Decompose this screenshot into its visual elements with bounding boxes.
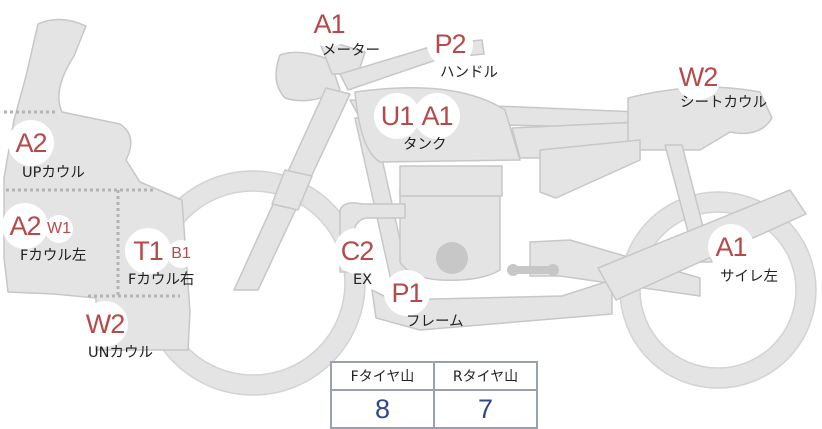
handle-label: ハンドル (440, 65, 498, 81)
under-cowl-label: UNカウル (88, 345, 153, 361)
tank-grade-1: U1 (374, 93, 420, 139)
tire-tread-table: Fタイヤ山 Rタイヤ山 8 7 (330, 361, 538, 429)
engine-cover (436, 242, 468, 274)
front-tire-header: Fタイヤ山 (330, 361, 435, 391)
handle-grade: P2 (427, 21, 473, 67)
tank-label: タンク (403, 137, 447, 153)
seat-cowl (627, 86, 773, 151)
front-cowl-left-grade: A2 (2, 203, 48, 249)
front-cowl-left-label: Fカウル左 (20, 248, 87, 264)
engine-head (399, 165, 503, 197)
front-cowl-right-subgrade: B1 (167, 240, 195, 268)
exhaust-grade: C2 (334, 228, 380, 274)
tire-tread-header-row: Fタイヤ山 Rタイヤ山 (330, 361, 538, 391)
tank-grade-2: A1 (414, 93, 460, 139)
tire-tread-value-row: 8 7 (330, 389, 538, 429)
front-tire-value: 8 (330, 389, 435, 429)
silencer-grade: A1 (708, 224, 754, 270)
rear-tire-value: 7 (433, 389, 538, 429)
under-cowl-grade: W2 (82, 301, 128, 347)
engine-case (399, 187, 501, 282)
upper-cowl (3, 18, 191, 351)
meter-label: メーター (322, 43, 380, 59)
headlight (275, 51, 341, 102)
silencer (597, 189, 807, 301)
cowl-dividers (4, 110, 180, 298)
rear-frame (539, 139, 641, 199)
exhaust-label: EX (353, 272, 373, 288)
fork-lower (271, 169, 313, 211)
front-cowl-right-grade: T1 (125, 228, 171, 274)
meter-grade: A1 (306, 1, 352, 47)
seat-cowl-grade: W2 (675, 54, 721, 100)
rear-tire-header: Rタイヤ山 (433, 361, 538, 391)
frame-grade: P1 (384, 270, 430, 316)
front-cowl-left-subgrade: W1 (45, 215, 73, 243)
front-cowl-right-label: Fカウル右 (128, 272, 195, 288)
seat-cowl-label: シートカウル (680, 95, 767, 111)
silencer-label: サイレ左 (720, 269, 778, 285)
upper-cowl-label: UPカウル (22, 165, 85, 181)
upper-cowl-grade: A2 (8, 120, 54, 166)
frame-label: フレーム (406, 314, 464, 330)
rear-brake-lever (507, 264, 559, 276)
